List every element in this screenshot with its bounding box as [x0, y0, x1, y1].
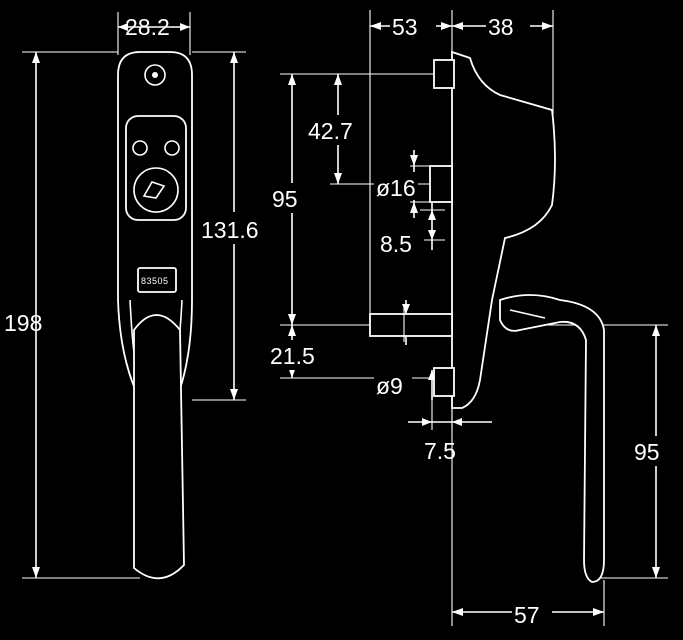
model-label-plate — [137, 267, 177, 293]
dim-offset-42-7: 42.7 — [306, 74, 430, 185]
cylinder-boss — [429, 165, 453, 203]
screw-head-bottom — [433, 367, 455, 397]
dim-text-53: 53 — [392, 14, 418, 40]
screw-head-top — [433, 59, 455, 89]
dim-text-198: 198 — [4, 310, 42, 336]
side-view: 53 38 95 42.7 — [268, 10, 676, 628]
dim-handle-reach-57: 57 — [451, 400, 605, 628]
key-cylinder-icon — [144, 64, 166, 86]
lock-knob-icon — [133, 167, 179, 213]
screw-left-icon — [132, 140, 148, 156]
dim-text-95-left: 95 — [272, 186, 298, 212]
side-handle-lever — [499, 294, 605, 583]
dim-text-28-2: 28.2 — [125, 14, 170, 40]
dim-text-57: 57 — [514, 602, 540, 628]
dim-offset-21-5: 21.5 — [268, 325, 434, 379]
dim-text-21-5: 21.5 — [270, 343, 315, 369]
dim-diameter-9: ø9 — [374, 300, 436, 400]
dim-text-dia-9: ø9 — [376, 373, 403, 399]
model-label-text: 83505 — [141, 276, 169, 286]
dim-width-28-2: 28.2 — [117, 12, 191, 55]
dim-text-131-6: 131.6 — [201, 217, 259, 243]
spindle — [369, 313, 453, 337]
dim-text-42-7: 42.7 — [308, 118, 353, 144]
dim-text-7-5: 7.5 — [424, 438, 456, 464]
dim-text-dia-16: ø16 — [376, 175, 416, 201]
dim-offset-95: 95 — [270, 73, 434, 326]
dim-height-131-6: 131.6 — [192, 51, 266, 401]
front-handle-lever — [133, 314, 185, 580]
dim-diameter-16: ø16 — [374, 150, 452, 218]
dim-offset-7-5: 7.5 — [408, 395, 492, 464]
dim-handle-drop-95: 95 — [520, 324, 676, 579]
dim-height-198: 198 — [4, 51, 140, 579]
screw-right-icon — [164, 140, 180, 156]
front-view: 28.2 198 131.6 — [4, 12, 266, 580]
dim-text-95-right: 95 — [634, 439, 660, 465]
side-body-outline — [451, 50, 556, 409]
dim-offset-8-5: 8.5 — [378, 200, 445, 258]
dim-text-38: 38 — [488, 14, 514, 40]
dim-text-8-5: 8.5 — [380, 231, 412, 257]
dim-depth-53-38: 53 38 — [369, 10, 554, 320]
